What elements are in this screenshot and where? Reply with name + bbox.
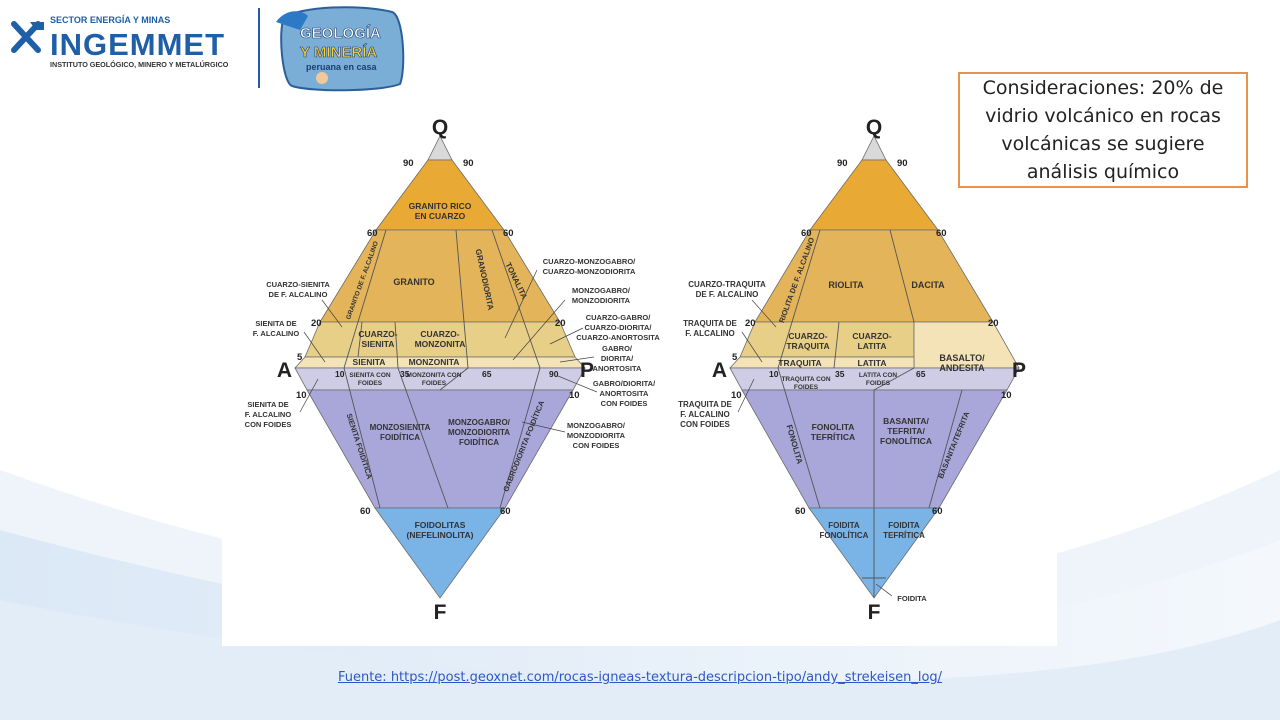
plutonic-vertex-p: P (580, 359, 594, 382)
source-link[interactable]: Fuente: https://post.geoxnet.com/rocas-i… (337, 670, 943, 685)
tick-20-left: 20 (311, 318, 322, 329)
v-tick-10-right: 10 (1001, 390, 1012, 401)
tick-10-inner: 10 (335, 369, 345, 379)
tick-35-inner: 35 (400, 369, 410, 379)
tick-90-inner: 90 (549, 369, 559, 379)
volcanic-vertex-p: P (1012, 359, 1026, 382)
geologia-mineria-badge-icon: GEOLOGÍA Y MINERÍA peruana en casa (276, 6, 405, 92)
v-tick-60-left: 60 (801, 228, 812, 239)
tick-20-right: 20 (555, 318, 566, 329)
plutonic-vertex-q: Q (432, 116, 448, 139)
v-tick-65-inner: 65 (916, 369, 926, 379)
label-granito: GRANITO (393, 277, 434, 287)
v-tick-10-inner: 10 (769, 369, 779, 379)
label-sienita: SIENITA (353, 357, 386, 367)
label-basanita-fonolitica: BASANITA/TEFRITA/FONOLÍTICA (880, 416, 932, 446)
callout-foidita: FOIDITA (897, 594, 927, 603)
callout-cuarzo-monzogabro: CUARZO-MONZOGABRO/CUARZO-MONZODIORITA (543, 257, 637, 276)
header-logos: SECTOR ENERGÍA Y MINAS INGEMMET INSTITUT… (11, 6, 405, 92)
callout-monzogabro: MONZOGABRO/MONZODIORITA (572, 286, 631, 305)
v-tick-20-right: 20 (988, 318, 999, 329)
v-tick-35-inner: 35 (835, 369, 845, 379)
tick-65-inner: 65 (482, 369, 492, 379)
org-name-text: INGEMMET (50, 27, 225, 62)
label-traquita: TRAQUITA (778, 358, 821, 368)
label-foidolitas: FOIDOLITAS(NEFELINOLITA) (407, 520, 474, 540)
plutonic-vertex-a: A (277, 359, 292, 382)
org-top-text: SECTOR ENERGÍA Y MINAS (50, 15, 170, 25)
label-cuarzo-latita: CUARZO-LATITA (852, 331, 891, 351)
label-cuarzo-sienita: CUARZO-SIENITA (358, 329, 397, 349)
tick-60-bottom-right: 60 (500, 506, 511, 517)
callout-gabro: GABRO/DIORITA/ANORTOSITA (593, 344, 642, 373)
volcanic-qapf-diagram: Q A P F 90 90 60 60 20 20 5 10 10 10 35 … (678, 116, 1026, 624)
v-tick-60-right: 60 (936, 228, 947, 239)
v-tick-5-left: 5 (732, 352, 738, 363)
tick-60-bottom-left: 60 (360, 506, 371, 517)
volcanic-vertex-f: F (868, 601, 881, 624)
source-footer: Fuente: https://post.geoxnet.com/rocas-i… (0, 668, 1280, 686)
v-tick-60-bottom-left: 60 (795, 506, 806, 517)
badge-line3-text: peruana en casa (306, 62, 378, 72)
tick-10-right: 10 (569, 390, 580, 401)
qapf-figure: Q A P F 90 90 60 60 20 20 5 10 10 10 35 … (222, 96, 1057, 646)
label-monzonita: MONZONITA (409, 357, 460, 367)
callout-cuarzo-gabro: CUARZO-GABRO/CUARZO-DIORITA/CUARZO-ANORT… (576, 313, 660, 342)
v-tick-10-left: 10 (731, 390, 742, 401)
label-cuarzo-traquita: CUARZO-TRAQUITA (786, 331, 829, 351)
volcanic-vertex-q: Q (866, 116, 882, 139)
badge-line2-text: Y MINERÍA (300, 44, 377, 61)
tick-90-right: 90 (463, 158, 474, 169)
label-latita: LATITA (858, 358, 887, 368)
plutonic-vertex-f: F (434, 601, 447, 624)
label-riolita: RIOLITA (828, 280, 864, 290)
tick-60-right: 60 (503, 228, 514, 239)
label-basalto-andesita: BASALTO/ANDESITA (939, 353, 985, 373)
ingemmet-logo-icon (11, 21, 44, 53)
label-dacita: DACITA (911, 280, 945, 290)
field-foidolitas (374, 507, 506, 599)
tick-10-left: 10 (296, 390, 307, 401)
volcanic-vertex-a: A (712, 359, 727, 382)
tick-90-left: 90 (403, 158, 414, 169)
org-subtitle-text: INSTITUTO GEOLÓGICO, MINERO Y METALÚRGIC… (50, 60, 229, 69)
v-tick-20-left: 20 (745, 318, 756, 329)
tick-5-left: 5 (297, 352, 303, 363)
v-tick-90-right: 90 (897, 158, 908, 169)
v-tick-60-bottom-right: 60 (932, 506, 943, 517)
plutonic-qapf-diagram: Q A P F 90 90 60 60 20 20 5 10 10 10 35 … (245, 116, 661, 624)
label-cuarzo-monzonita: CUARZO-MONZONITA (415, 329, 466, 349)
v-tick-90-left: 90 (837, 158, 848, 169)
tick-60-left: 60 (367, 228, 378, 239)
badge-line1-text: GEOLOGÍA (300, 25, 381, 42)
considerations-note: Consideraciones: 20% de vidrio volcánico… (958, 72, 1248, 188)
